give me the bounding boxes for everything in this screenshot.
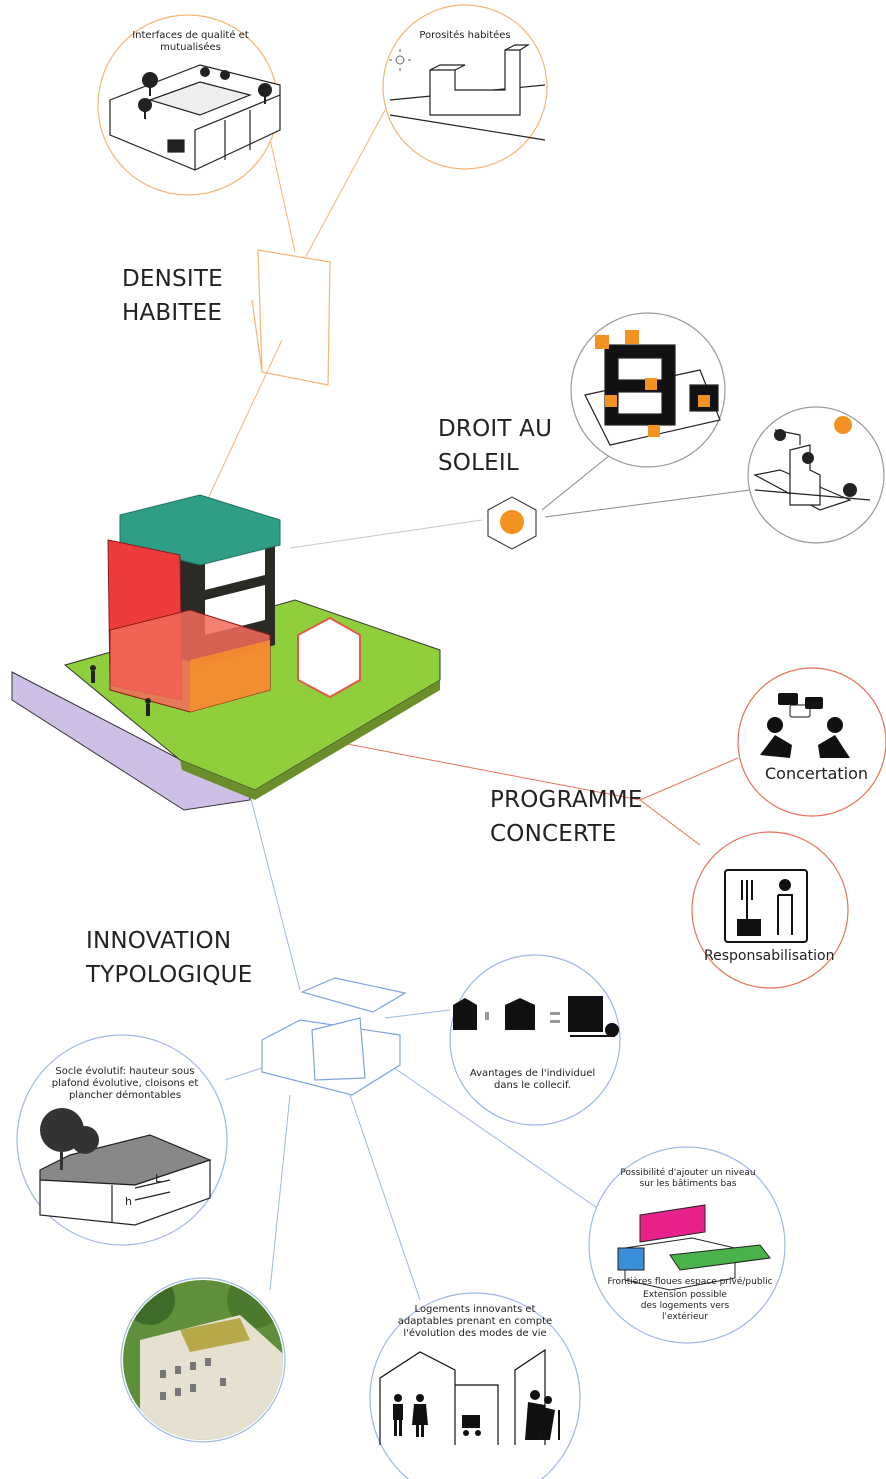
bubble-porosites (382, 4, 548, 170)
porosites-sketch (389, 44, 546, 141)
text-avantages: Avantages de l'individuel dans le collec… (469, 1068, 596, 1091)
heading-droit-au-soleil: DROIT AU SOLEIL (438, 416, 553, 476)
socle-sketch (39, 1134, 212, 1226)
droit-sketch-1 (584, 344, 721, 446)
heading-programme-concerte: PROGRAMME CONCERTE (490, 787, 643, 847)
bubble-responsabilisation (691, 831, 849, 989)
label-socle-h: h (125, 1195, 132, 1208)
innovation-outline (261, 977, 407, 1096)
text-concertation: Concertation (765, 764, 869, 783)
text-responsabilisation: Responsabilisation (704, 948, 835, 964)
tree-icon (774, 429, 857, 497)
family-icon (393, 1394, 428, 1437)
text-extension: Extension possible des logements vers l'… (640, 1290, 730, 1322)
droit-sketch-2 (753, 429, 871, 511)
text-frontieres: Frontières floues espace privé/public (607, 1277, 773, 1287)
interfaces-sketch (109, 64, 281, 171)
stroller-icon (462, 1415, 481, 1436)
text-socle: Socle évolutif: hauteur sous plafond évo… (51, 1066, 199, 1101)
text-interfaces: Interfaces de qualité et mutualisées (132, 30, 249, 53)
elderly-icon (525, 1390, 560, 1440)
sun-hexagon-icon (487, 496, 537, 550)
tree-icon (40, 1108, 99, 1170)
tree-icon (138, 67, 272, 119)
text-niveau: Possibilité d'ajouter un niveau sur les … (620, 1168, 756, 1189)
text-logements: Logements innovants et adaptables prenan… (397, 1304, 553, 1339)
niveau-sketch (617, 1204, 771, 1291)
heading-densite-habitee: DENSITE HABITEE (122, 266, 223, 326)
droit-sun-dot (834, 416, 852, 434)
text-porosites: Porosités habitées (419, 30, 511, 41)
project-photo (123, 1280, 283, 1440)
heading-innovation-typologique: INNOVATION TYPOLOGIQUE (86, 928, 253, 988)
gardener-icon (724, 869, 808, 943)
central-building (11, 494, 441, 811)
avantages-icons (453, 996, 619, 1037)
bubble-avantages (449, 954, 621, 1126)
bubble-concertation (737, 667, 886, 817)
label-socle-l: L (155, 1172, 162, 1185)
pedestrian-icon (90, 665, 151, 716)
connector-lines (204, 109, 751, 1301)
sun-icon (389, 49, 411, 71)
droit-sun-squares (595, 330, 710, 437)
densite-paper-outline (251, 249, 331, 386)
people-talk-icon (760, 693, 850, 758)
